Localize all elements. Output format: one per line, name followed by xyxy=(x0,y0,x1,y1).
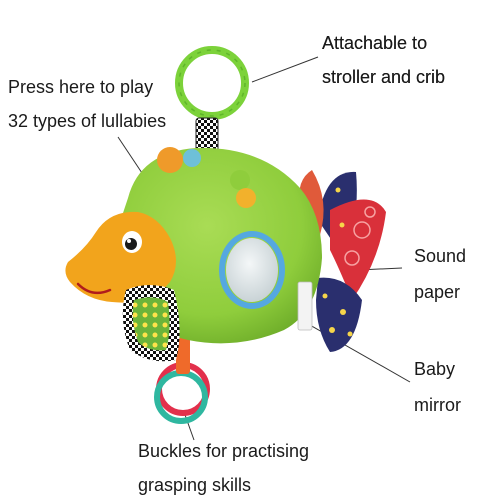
dorsal-tufts xyxy=(157,147,256,208)
label-mirror-line2: mirror xyxy=(414,395,461,415)
fish-eye xyxy=(122,231,142,253)
label-mirror-line1: Baby xyxy=(414,359,456,379)
fish-face xyxy=(65,211,176,303)
label-attach-line2: stroller and crib xyxy=(322,67,446,87)
brand-tag xyxy=(297,281,313,331)
label-buckles-line1: Buckles for practising xyxy=(138,441,310,461)
callout-line-buckles xyxy=(183,411,195,441)
label-press-line1: Press here to play xyxy=(8,77,154,97)
label-sound-line1: Sound xyxy=(414,246,467,266)
callout-line-attach xyxy=(251,56,319,83)
top-hanging-ring xyxy=(175,46,249,120)
label-press-line2: 32 types of lullabies xyxy=(8,111,167,131)
fish-mouth xyxy=(76,282,112,295)
label-attach-line1: Attachable to xyxy=(322,33,428,53)
label-sound-line2: paper xyxy=(414,282,461,302)
tail-fins xyxy=(299,170,386,352)
label-attach-line1: Attachable to xyxy=(322,33,428,53)
label-attach-line2: stroller and crib xyxy=(322,67,446,87)
label-buckles-line2: grasping skills xyxy=(138,475,252,495)
pectoral-fin xyxy=(122,285,180,362)
baby-mirror xyxy=(219,231,285,309)
